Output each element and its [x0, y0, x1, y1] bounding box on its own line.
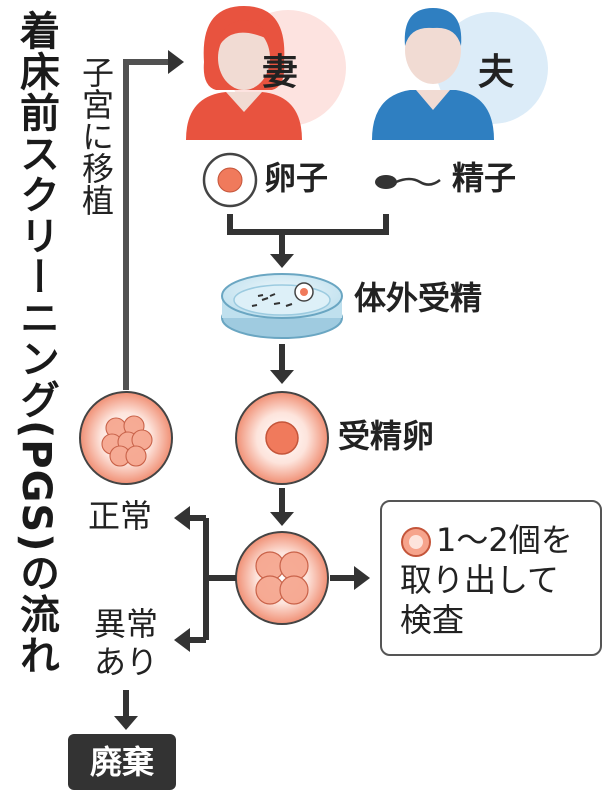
petri-dish-icon: [221, 273, 343, 339]
wife-face: [218, 26, 270, 90]
arrow-to-discard-head: [114, 716, 138, 730]
abnormal-label-line1: 異常: [94, 605, 159, 643]
wife-figure: [186, 6, 346, 140]
branch-normal-head: [174, 506, 190, 530]
wife-body: [186, 92, 302, 140]
normal-embryo-icon: [79, 391, 173, 485]
abnormal-label-line2: あり: [94, 643, 159, 681]
egg-label: 卵子: [264, 159, 329, 197]
husband-face: [405, 16, 461, 84]
husband-figure: [372, 8, 548, 140]
inspection-line3: 検査: [400, 601, 465, 639]
inspection-box: 1〜2個を 取り出して 検査: [380, 500, 602, 656]
transfer-label: 子宮に移植: [77, 56, 115, 216]
wife-bangs: [218, 20, 270, 48]
sperm-label: 精子: [452, 159, 517, 197]
husband-hair: [404, 8, 462, 46]
arrow-to-box-head: [354, 566, 370, 590]
discard-badge: 廃棄: [68, 734, 176, 790]
embryo-icon: [235, 531, 329, 625]
husband-label: 夫: [478, 52, 515, 93]
arrow-to-dish-head: [270, 254, 294, 268]
fertilized-egg-label: 受精卵: [338, 417, 435, 455]
wife-label: 妻: [262, 52, 299, 93]
inspection-line1: 1〜2個を: [436, 521, 573, 559]
inspection-line2: 取り出して: [400, 561, 560, 599]
wife-neck: [226, 92, 262, 112]
branch-abnormal-head: [174, 628, 190, 652]
arrow-to-embryo-head: [270, 512, 294, 526]
egg-icon: [202, 152, 258, 208]
join-bracket: [227, 214, 389, 235]
cell-icon: [401, 527, 431, 557]
sperm-icon: [375, 175, 441, 189]
transfer-arrow-head: [168, 50, 184, 74]
page-title: 着床前スクリーニング(PGS)の流れ: [13, 10, 59, 676]
husband-neck: [416, 90, 450, 110]
zygote-icon: [235, 391, 329, 485]
ivf-label: 体外受精: [354, 279, 483, 317]
transfer-path: [123, 59, 170, 390]
arrow-to-zygote-head: [270, 370, 294, 384]
husband-body: [372, 90, 494, 140]
normal-label: 正常: [88, 497, 153, 535]
